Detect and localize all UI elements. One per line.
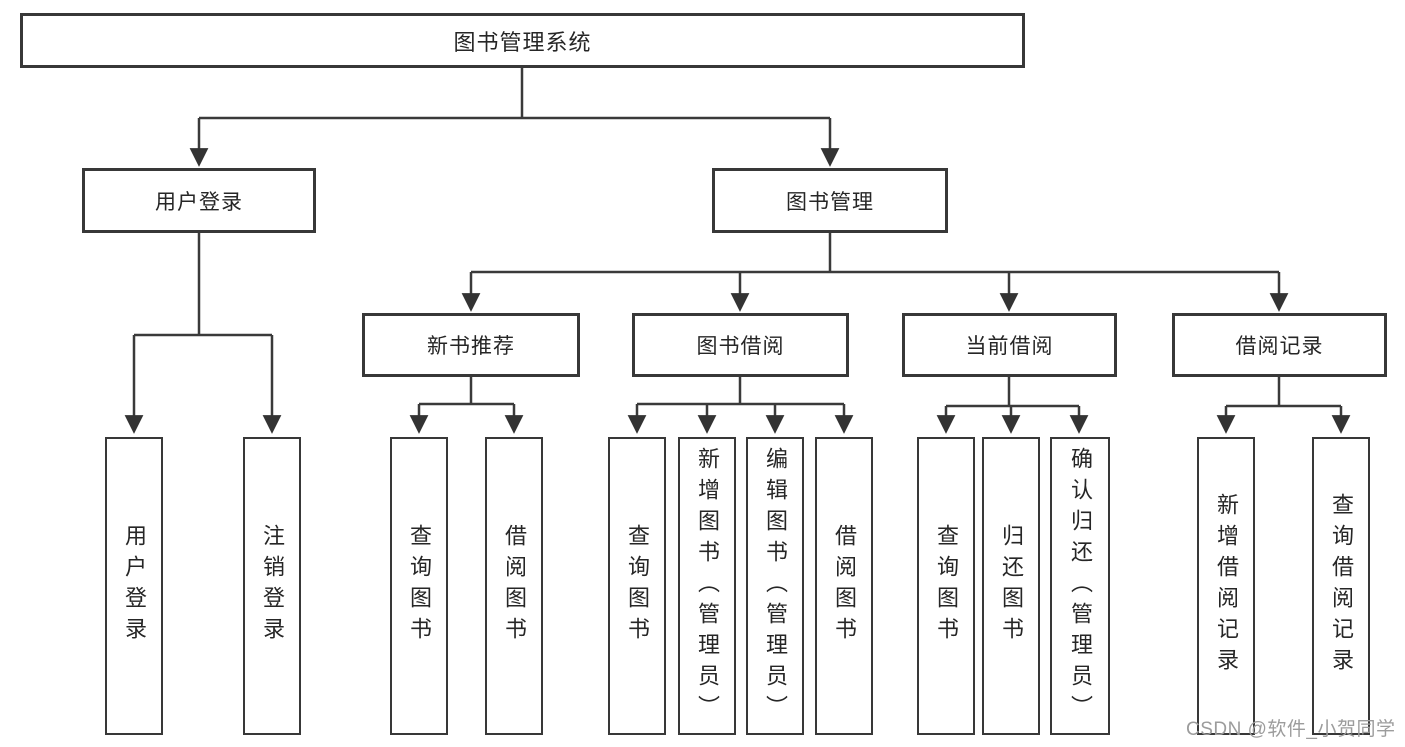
node-label: 查询图书 <box>407 524 432 648</box>
node-label: 新增图书（管理员） <box>695 446 720 726</box>
node-book-management: 图书管理 <box>712 168 948 233</box>
csdn-watermark: CSDN @软件_小贺同学 <box>1186 719 1396 740</box>
node-add-borrow-record: 新增借阅记录 <box>1197 437 1255 735</box>
node-current-borrowing: 当前借阅 <box>902 313 1117 377</box>
node-book-borrowing: 图书借阅 <box>632 313 849 377</box>
node-add-books-admin: 新增图书（管理员） <box>678 437 736 735</box>
node-label: 归还图书 <box>999 524 1024 648</box>
node-query-books-borrow: 查询图书 <box>608 437 666 735</box>
node-label: 当前借阅 <box>965 335 1054 358</box>
node-label: 借阅记录 <box>1235 335 1324 358</box>
node-user-login: 用户登录 <box>82 168 316 233</box>
node-label: 图书管理系统 <box>453 29 592 55</box>
node-new-book-recommendation: 新书推荐 <box>362 313 580 377</box>
node-label: 查询图书 <box>625 524 650 648</box>
node-borrow-books-recommend: 借阅图书 <box>485 437 543 735</box>
node-label: 图书管理 <box>786 190 874 214</box>
node-borrowing-records: 借阅记录 <box>1172 313 1387 377</box>
node-label: 确认归还（管理员） <box>1068 446 1093 726</box>
node-label: 用户登录 <box>122 524 147 648</box>
node-label: 借阅图书 <box>502 524 527 648</box>
node-user-login-leaf: 用户登录 <box>105 437 163 735</box>
node-return-books: 归还图书 <box>982 437 1040 735</box>
node-label: 用户登录 <box>155 190 243 214</box>
node-label: 借阅图书 <box>832 524 857 648</box>
connector-lines <box>134 68 1341 408</box>
node-label: 新增借阅记录 <box>1214 493 1239 679</box>
node-borrow-books-leaf: 借阅图书 <box>815 437 873 735</box>
node-label: 查询图书 <box>934 524 959 648</box>
node-library-management-system: 图书管理系统 <box>20 13 1025 68</box>
node-label: 注销登录 <box>260 524 285 648</box>
node-logout: 注销登录 <box>243 437 301 735</box>
node-query-borrow-record: 查询借阅记录 <box>1312 437 1370 735</box>
node-label: 编辑图书（管理员） <box>763 446 788 726</box>
node-label: 新书推荐 <box>427 335 515 358</box>
node-query-books-recommend: 查询图书 <box>390 437 448 735</box>
node-label: 查询借阅记录 <box>1329 493 1354 679</box>
node-query-books-current: 查询图书 <box>917 437 975 735</box>
node-confirm-return-admin: 确认归还（管理员） <box>1050 437 1110 735</box>
node-label: 图书借阅 <box>696 335 785 358</box>
node-edit-books-admin: 编辑图书（管理员） <box>746 437 804 735</box>
